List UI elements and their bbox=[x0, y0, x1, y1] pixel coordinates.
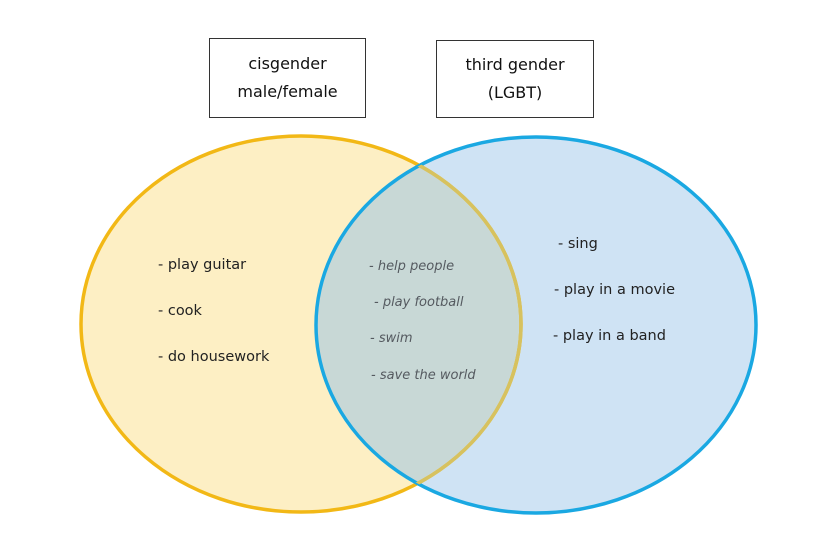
overlap-region bbox=[316, 137, 521, 512]
overlap-item: - save the world bbox=[371, 368, 476, 383]
right-set-title-line1: third gender bbox=[465, 55, 565, 74]
overlap-item: - help people bbox=[369, 259, 455, 274]
left-item: - play guitar bbox=[158, 257, 247, 273]
overlap-item: - swim bbox=[370, 331, 413, 346]
left-set-title-line1: cisgender bbox=[248, 54, 327, 73]
right-item: - play in a movie bbox=[554, 282, 675, 298]
overlap-item: - play football bbox=[374, 295, 464, 310]
left-outline-overlap-segment bbox=[316, 137, 523, 513]
right-item: - sing bbox=[558, 236, 598, 252]
right-set-outline bbox=[314, 135, 758, 515]
left-set-title-box: cisgender male/female bbox=[209, 38, 366, 118]
right-item: - play in a band bbox=[553, 328, 666, 344]
left-set-title-line2: male/female bbox=[237, 82, 338, 101]
left-item: - do housework bbox=[158, 349, 270, 365]
left-item: - cook bbox=[158, 303, 202, 319]
right-set-title-line2: (LGBT) bbox=[487, 83, 543, 102]
right-set-title-box: third gender (LGBT) bbox=[436, 40, 594, 118]
